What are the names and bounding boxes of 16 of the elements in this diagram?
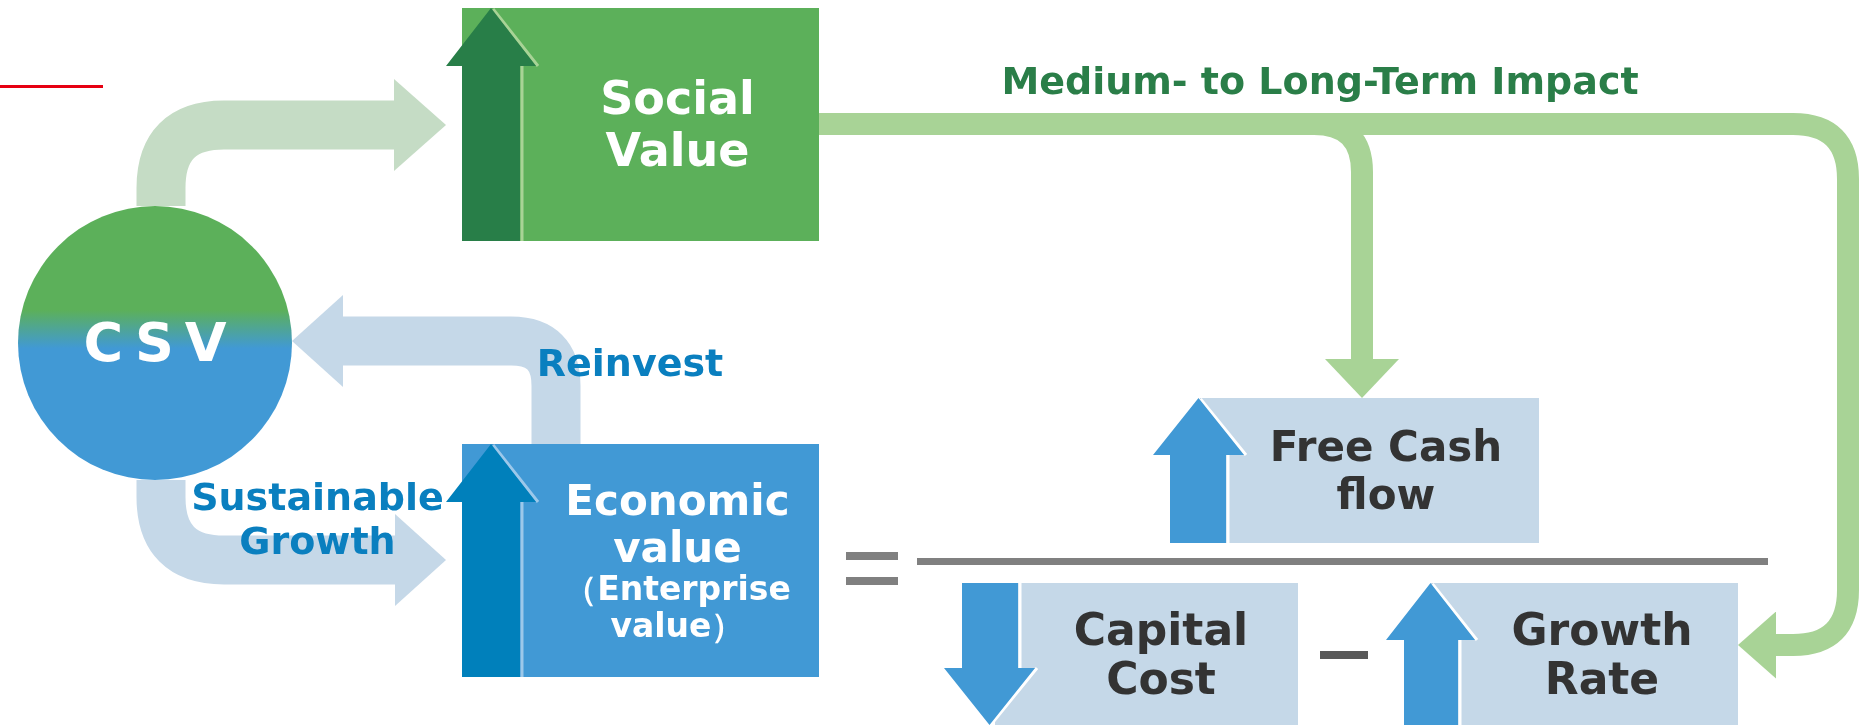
edge-label: Sustainable Growth: [190, 476, 445, 564]
box-title: Capital Cost: [1072, 604, 1250, 704]
value-box: [446, 8, 819, 241]
circle-label: CSV: [82, 316, 238, 370]
value-box: [944, 583, 1298, 725]
box-title: Economic value: [564, 476, 791, 571]
arrow: [292, 295, 581, 444]
value-box: [446, 444, 819, 677]
box-title: Growth Rate: [1510, 604, 1694, 704]
box-title: Free Cash flow: [1268, 423, 1504, 518]
box-subtitle: （Enterprise value）: [563, 570, 792, 645]
value-box: [1153, 398, 1539, 543]
edge-label: Medium- to Long-Term Impact: [1000, 60, 1640, 104]
value-box: [1386, 583, 1738, 725]
edge-label: Reinvest: [535, 342, 725, 386]
box-title: Social Value: [599, 73, 756, 176]
